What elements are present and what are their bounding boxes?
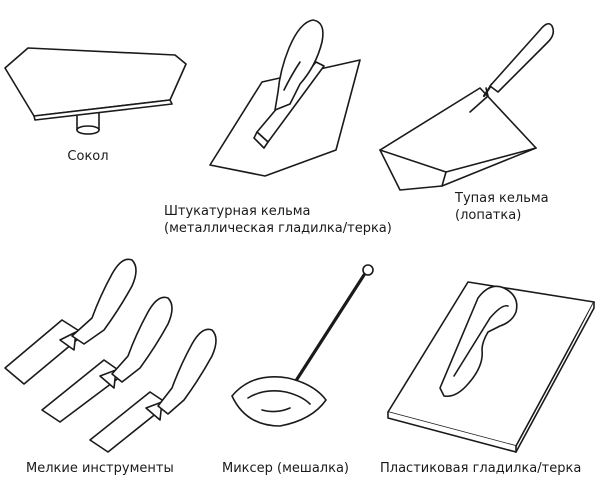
sokol-label: Сокол (67, 149, 109, 164)
small-tools-illustration (4, 258, 217, 453)
plaster-trowel-illustration (209, 19, 361, 177)
plastic-float-label: Пластиковая гладилка/терка (380, 461, 582, 476)
plaster-trowel-label: Штукатурная кельма (металлическая гладил… (164, 204, 392, 236)
mixer-illustration (231, 264, 374, 427)
plastic-float-illustration (387, 281, 595, 453)
blunt-trowel-label: Тупая кельма (лопатка) (455, 191, 549, 223)
sokol-illustration (4, 47, 187, 135)
mixer-label: Миксер (мешалка) (222, 461, 349, 476)
blunt-trowel-illustration (379, 22, 555, 191)
small-tools-label: Мелкие инструменты (26, 461, 174, 476)
